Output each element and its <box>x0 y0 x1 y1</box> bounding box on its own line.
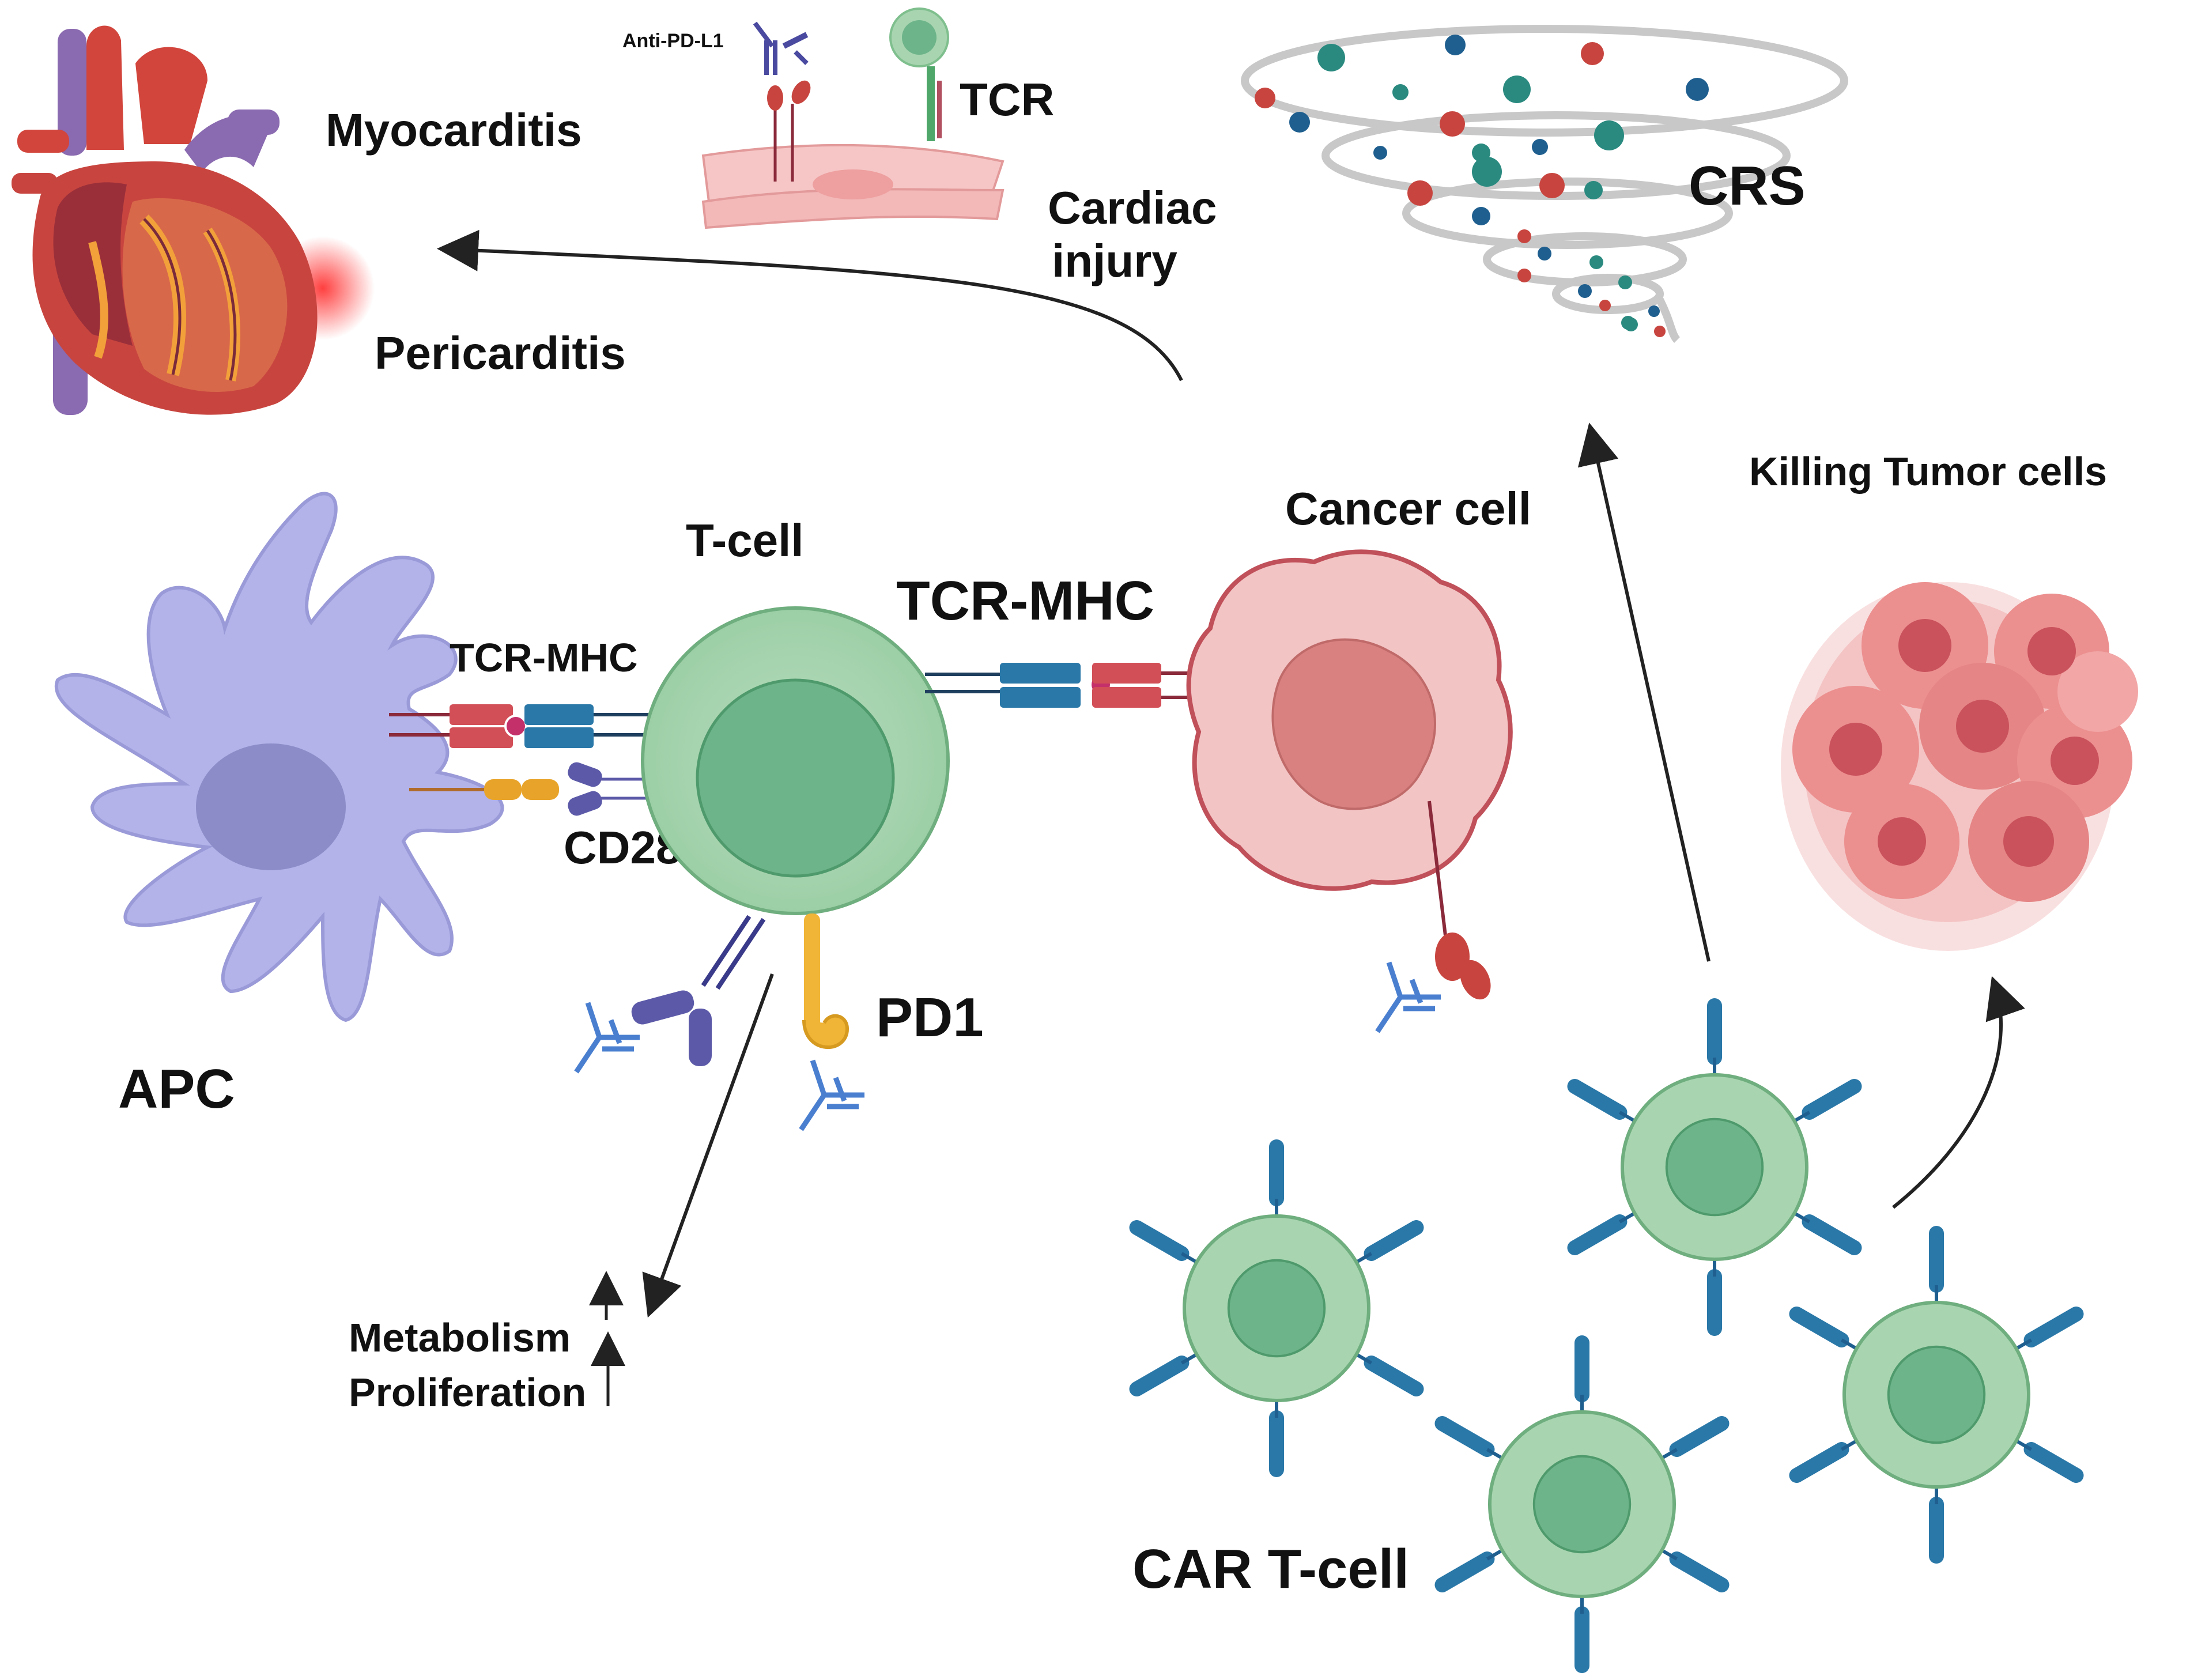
myocarditis-label: Myocarditis <box>326 104 582 156</box>
car-receptor-icon <box>1434 1416 1495 1457</box>
car-receptor-icon <box>1669 1416 1730 1457</box>
antibody-icon <box>753 21 811 182</box>
t-cell-label: T-cell <box>686 515 804 566</box>
car-t-cell-group <box>1129 998 2084 1673</box>
cardiac-injury-arrow <box>437 229 1183 382</box>
tcr-mhc-left-label: TCR-MHC <box>450 635 638 680</box>
pericarditis-label: Pericarditis <box>375 327 626 379</box>
cardiomyocyte-icon <box>701 144 1005 229</box>
cancer-cell-icon <box>1186 549 1513 1000</box>
inhibitory-receptor <box>631 915 766 1066</box>
car-receptor-icon <box>2023 1442 2084 1483</box>
heart-icon <box>12 25 375 415</box>
antibody-icon <box>574 961 1441 1131</box>
car-receptor-icon <box>1789 1442 1849 1483</box>
car-receptor-icon <box>1364 1356 1424 1396</box>
crs-label: CRS <box>1689 155 1806 217</box>
car-t-cell-icon <box>1567 998 1862 1336</box>
tcr-top-label: TCR <box>960 74 1054 125</box>
car-receptor-icon <box>1567 1079 1628 1120</box>
metabolism-label: Metabolism <box>349 1315 571 1360</box>
tcr-mhc-right-label: TCR-MHC <box>896 570 1154 632</box>
cd28-complex <box>409 762 669 816</box>
car-t-cell-icon <box>1129 1139 1424 1477</box>
car-t-cell-label: CAR T-cell <box>1132 1538 1409 1600</box>
car-t-cell-icon <box>1789 1226 2084 1564</box>
tcr-mhc-right-complex <box>925 663 1210 708</box>
cytokine-storm-icon <box>1241 25 1848 343</box>
car-receptor-icon <box>1802 1214 1862 1255</box>
cardiac-injury-label-1: Cardiac <box>1048 182 1217 233</box>
pd1-receptor <box>802 913 849 1049</box>
car-receptor-icon <box>1129 1220 1190 1261</box>
crs-arrow <box>1577 422 1711 962</box>
car-receptor-icon <box>1669 1551 1730 1592</box>
tumor-cluster-icon <box>1781 582 2138 951</box>
proliferation-label: Proliferation <box>349 1370 586 1415</box>
car-receptor-icon <box>1129 1356 1190 1396</box>
pd1-label: PD1 <box>876 987 984 1048</box>
apc-cell-icon <box>54 492 504 1022</box>
car-receptor-icon <box>1434 1551 1495 1592</box>
car-receptor-icon <box>1802 1079 1862 1120</box>
car-receptor-icon <box>2023 1307 2084 1347</box>
killing-tumor-cells-label: Killing Tumor cells <box>1749 449 2107 494</box>
anti-pd-l1-label: Anti-PD-L1 <box>622 30 724 52</box>
tcell-signal-arrow <box>642 973 774 1318</box>
killing-arrow <box>1892 976 2025 1209</box>
car-receptor-icon <box>1789 1307 1849 1347</box>
apc-label: APC <box>118 1058 235 1120</box>
car-t-cell-icon <box>1434 1335 1730 1673</box>
t-cell-icon <box>641 606 950 915</box>
car-receptor-icon <box>1364 1220 1424 1261</box>
tcr-cell-icon <box>889 7 949 141</box>
cardiac-injury-label-2: injury <box>1052 235 1177 286</box>
cancer-cell-label: Cancer cell <box>1285 483 1531 534</box>
car-receptor-icon <box>1567 1214 1628 1255</box>
